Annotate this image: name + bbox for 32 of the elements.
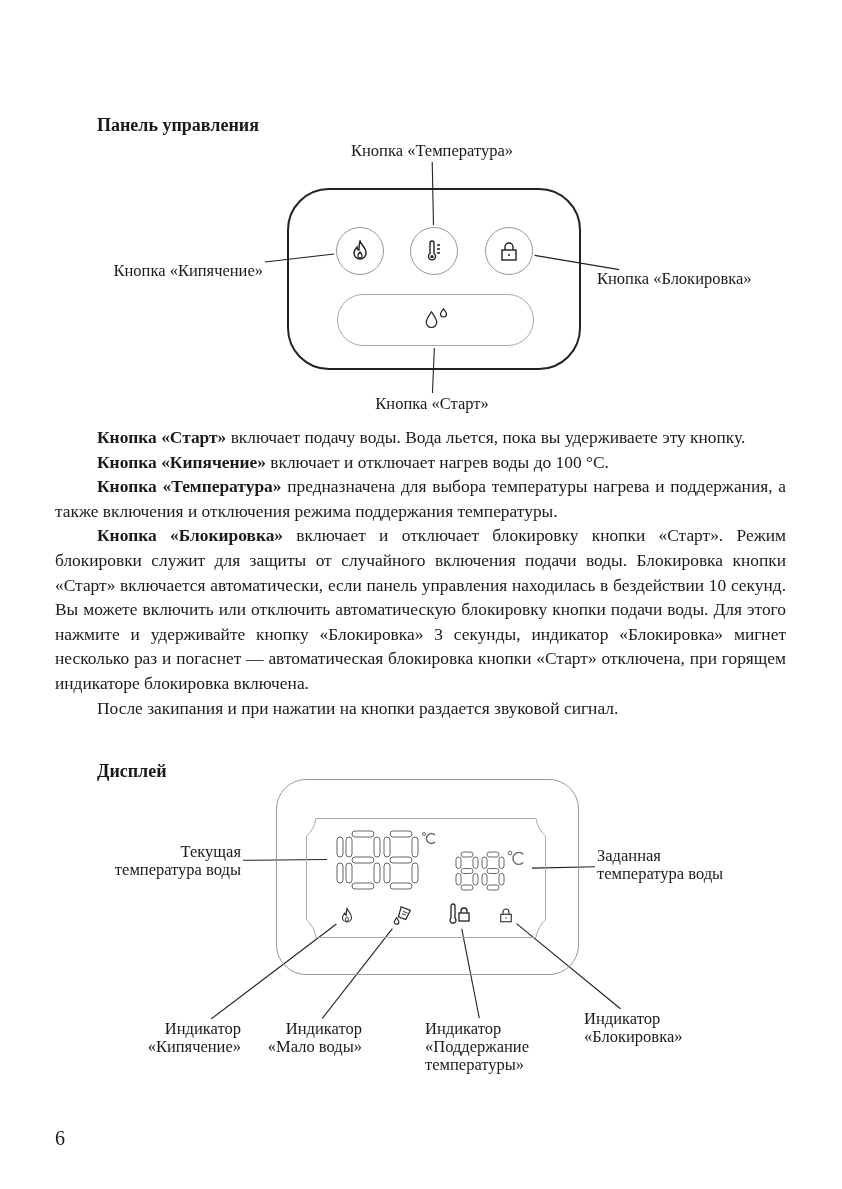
pitcher-icon: [392, 903, 414, 927]
paragraph: Кнопка «Кипячение» включает и отключает нагрев воды до 100 °C.: [96, 450, 610, 474]
paragraph: Кнопка «Температура» предназначена для выбора температуры нагрева и поддержания, а также включения и отключения режима поддержания температуры.: [55, 475, 786, 523]
leader-line: [461, 928, 480, 1019]
section-heading: Панель управления: [97, 114, 259, 136]
indicator-label: Индикатор «Кипячение»: [131, 1020, 241, 1056]
paragraph: Кнопка «Блокировка» включает и отключает блокировку кнопки «Старт». Режим блокировки служит для защиты от случайного включения подачи воды. Блокировка кнопки «Старт» включается автоматически, если панель управления находилась в бездействии 10 секунд. Вы можете включить или отключить автоматическую блокировку кнопки подачи воды. Для этого нажмите и удерживайте кнопку «Блокировка» 3 секунды, индикатор «Блокировка» мигнет несколько раз и погаснет — автоматическая блокировка кнопки «Старт» отключена, при горящем индикаторе блокировка включена.: [55, 524, 786, 695]
indicator-label: Индикатор «Мало воды»: [252, 1020, 362, 1056]
leader-line: [264, 253, 335, 263]
indicator-label: Индикатор «Поддержание температуры»: [425, 1020, 545, 1074]
button-label: Кнопка «Температура»: [351, 142, 513, 160]
leader-line: [321, 928, 393, 1019]
leader-line: [431, 347, 435, 394]
paragraph: После закипания и при нажатии на кнопки раздается звуковой сигнал.: [96, 696, 620, 720]
leader-line: [516, 923, 621, 1010]
page-number: 6: [55, 1126, 65, 1151]
leader-line: [242, 859, 328, 861]
display-frame: [276, 779, 579, 975]
button-label: Кнопка «Старт»: [375, 395, 489, 413]
paragraph: Кнопка «Старт» включает подачу воды. Вода льется, пока вы удерживаете эту кнопку.: [96, 426, 747, 449]
leader-line: [534, 254, 620, 271]
display-label: Заданная температура воды: [597, 847, 747, 883]
leader-line: [210, 923, 337, 1020]
thermometer-lock-icon: [446, 903, 472, 927]
control-panel: [287, 188, 581, 370]
section-heading: Дисплей: [97, 760, 167, 782]
leader-line: [431, 161, 435, 226]
leader-line: [531, 866, 596, 869]
display-label: Текущая температура воды: [91, 843, 241, 879]
indicator-label: Индикатор «Блокировка»: [584, 1010, 704, 1046]
button-label: Кнопка «Блокировка»: [597, 270, 752, 288]
button-label: Кнопка «Кипячение»: [113, 262, 263, 280]
